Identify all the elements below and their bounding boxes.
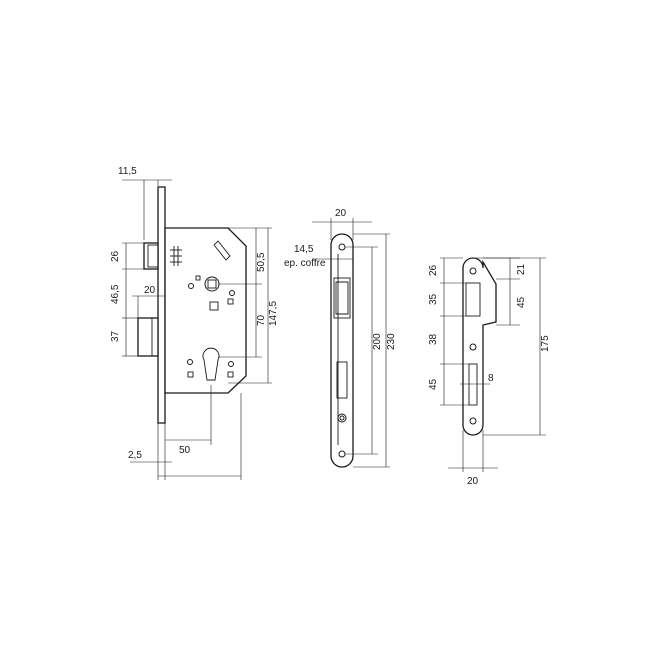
faceplate-screw-bottom <box>338 450 346 458</box>
lock-case-slot <box>213 240 231 261</box>
strike-plate-outline <box>462 257 497 436</box>
strike-latch-opening <box>465 282 481 317</box>
faceplate-dim-screw-spacing: 200 <box>372 333 383 350</box>
case-detail-square <box>209 301 219 311</box>
strike-dim-top-offset: 21 <box>516 263 527 275</box>
strike-dim-hole-spacing: 175 <box>540 335 551 352</box>
strike-dim-latch-to-bolt-opening: 38 <box>428 333 439 345</box>
faceplate-dim-case-thickness: 14,5 <box>294 244 314 255</box>
strike-screw-top <box>469 267 477 275</box>
follower-square <box>207 279 217 289</box>
dim-latch-height: 26 <box>110 250 121 262</box>
case-detail-square-2 <box>227 298 234 305</box>
faceplate-dim-length: 230 <box>386 333 397 350</box>
strike-screw-middle <box>469 343 477 351</box>
follower-hub <box>204 276 220 292</box>
dim-latch-to-bolt: 46,5 <box>110 284 121 304</box>
faceplate-outline <box>330 233 354 468</box>
strike-dim-latch-opening: 35 <box>428 293 439 305</box>
dim-follower-to-cylinder: 70 <box>256 314 267 326</box>
dead-bolt <box>137 317 159 357</box>
latch-mechanism-detail <box>170 246 182 266</box>
case-detail-square-4 <box>227 371 234 378</box>
faceplate-screw-top <box>338 243 346 251</box>
faceplate-latch-opening <box>333 277 351 319</box>
faceplate-view: 20 14,5 ep. coffre 200 230 <box>284 208 397 468</box>
cylinder-hole <box>202 347 220 381</box>
faceplate-latch-bolt <box>335 281 349 315</box>
strike-screw-bottom <box>469 417 477 425</box>
lock-body-view: 11,5 26 46,5 20 37 50,5 70 147,5 <box>110 166 279 480</box>
case-rivet-3 <box>228 361 234 367</box>
dim-backset: 50 <box>179 445 191 456</box>
follower-mark <box>195 275 201 281</box>
faceplate-dim-width: 20 <box>335 208 347 219</box>
lock-forend-plate <box>157 186 166 424</box>
case-detail-square-3 <box>187 371 194 378</box>
faceplate-case-thickness-note: ep. coffre <box>284 258 326 269</box>
faceplate-bolt-opening <box>336 361 348 399</box>
dim-bolt-projection: 20 <box>144 285 156 296</box>
strike-dim-bolt-opening: 45 <box>428 378 439 390</box>
dim-body-height: 147,5 <box>268 301 279 326</box>
latch-bolt-tip <box>147 244 159 268</box>
dim-top-to-follower: 50,5 <box>256 252 267 272</box>
latch-bolt <box>143 242 159 270</box>
strike-dim-lip-height: 45 <box>516 296 527 308</box>
faceplate-cylinder-screw-inner <box>339 415 345 421</box>
strike-bolt-opening <box>468 363 478 406</box>
dim-forend-thickness: 11,5 <box>118 166 137 177</box>
case-rivet-2 <box>187 359 193 365</box>
strike-dim-bolt-opening-width: 8 <box>488 373 494 384</box>
dim-bolt-height: 37 <box>110 330 121 342</box>
strike-dim-top-to-latch-opening: 26 <box>428 264 439 276</box>
strike-plate-view: 26 35 38 45 21 45 8 175 20 <box>428 257 551 487</box>
case-screw-hole <box>188 283 194 289</box>
strike-dim-width: 20 <box>467 476 479 487</box>
dim-forend-offset: 2,5 <box>128 450 142 461</box>
case-rivet <box>229 290 235 296</box>
